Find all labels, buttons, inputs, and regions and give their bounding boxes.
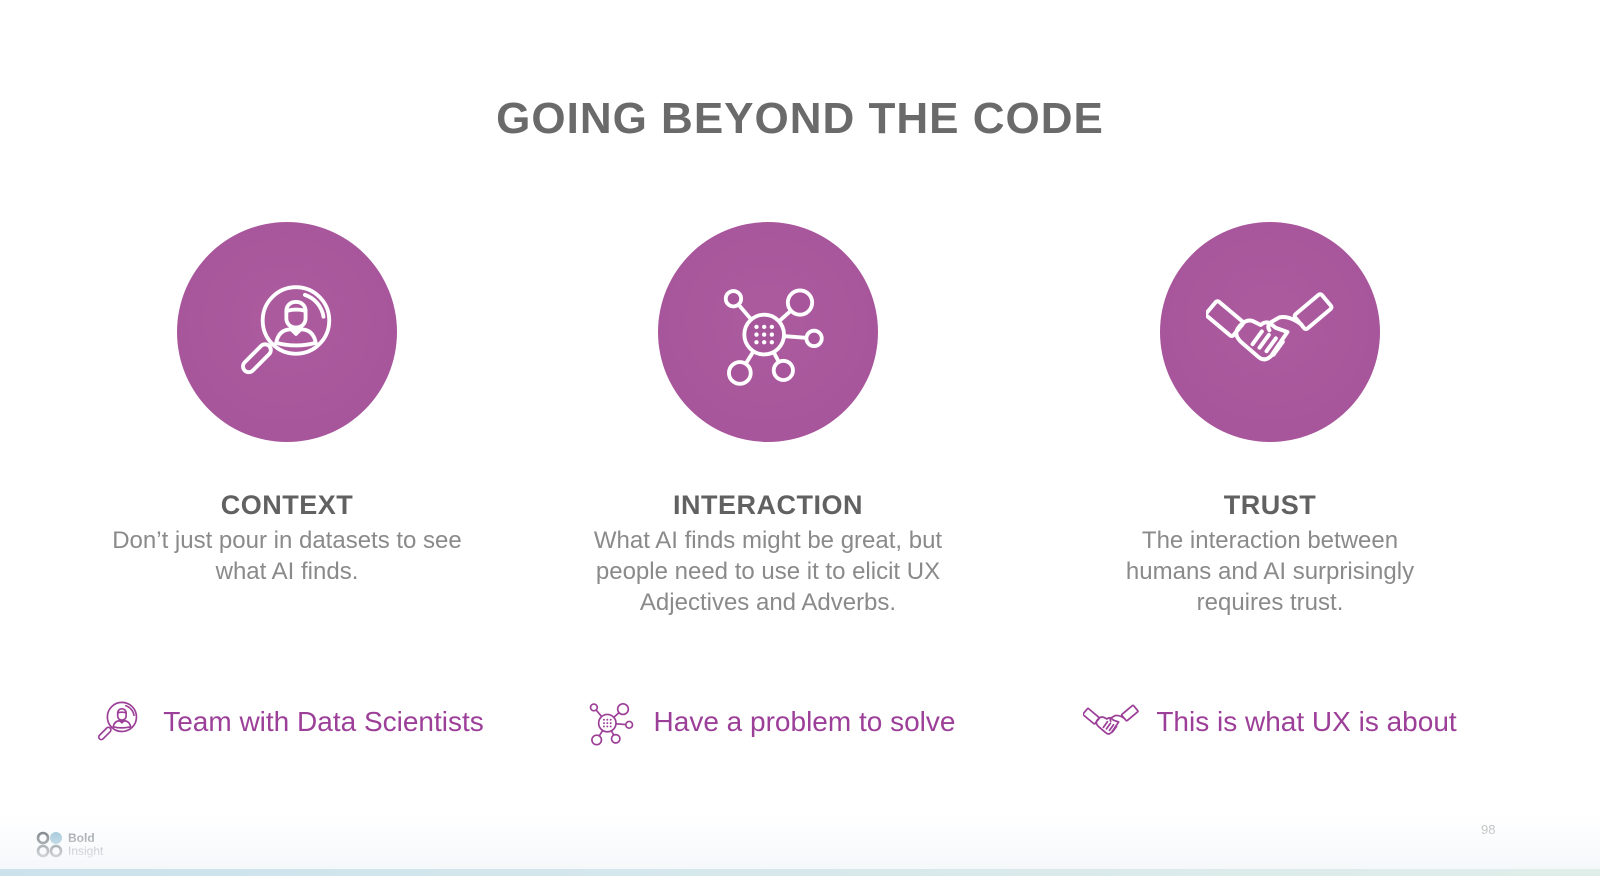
page-number: 98: [1481, 822, 1496, 837]
bottom-accent-bar: [0, 869, 1600, 876]
bottom-fade: [0, 814, 1600, 869]
interaction-circle: [658, 222, 878, 442]
footer-label: Have a problem to solve: [653, 706, 956, 737]
column-heading: TRUST: [1223, 490, 1317, 520]
column-heading: INTERACTION: [673, 490, 863, 520]
footer-label: Team with Data Scientists: [163, 706, 484, 737]
logo-line-1: Bold: [68, 831, 95, 845]
handshake-icon: [1206, 268, 1334, 396]
bold-insight-logo: Bold Insight: [36, 831, 103, 858]
column-footer: Team with Data Scientists: [52, 690, 522, 754]
bold-insight-logo-text: Bold Insight: [68, 832, 103, 857]
search-person-icon: [90, 694, 146, 750]
column-body: The interaction between humans and AI su…: [1125, 527, 1415, 616]
network-icon: [704, 268, 832, 396]
column-trust: TRUST The interaction between humans and…: [1035, 222, 1505, 737]
column-footer: This is what UX is about: [1035, 690, 1505, 754]
column-context: CONTEXT Don’t just pour in datasets to s…: [52, 222, 522, 587]
network-icon: [581, 694, 637, 750]
column-heading: CONTEXT: [220, 490, 354, 520]
column-body: Don’t just pour in datasets to see what …: [112, 527, 462, 585]
bold-insight-logo-icon: [36, 831, 63, 858]
column-body: What AI finds might be great, but people…: [593, 527, 943, 616]
search-person-icon: [223, 268, 351, 396]
context-circle: [177, 222, 397, 442]
trust-circle: [1160, 222, 1380, 442]
handshake-icon: [1083, 694, 1139, 750]
column-footer: Have a problem to solve: [533, 690, 1003, 754]
slide-title: GOING BEYOND THE CODE: [496, 94, 1104, 143]
column-interaction: INTERACTION What AI finds might be great…: [533, 222, 1003, 618]
footer-label: This is what UX is about: [1156, 706, 1457, 737]
logo-line-2: Insight: [68, 843, 104, 858]
